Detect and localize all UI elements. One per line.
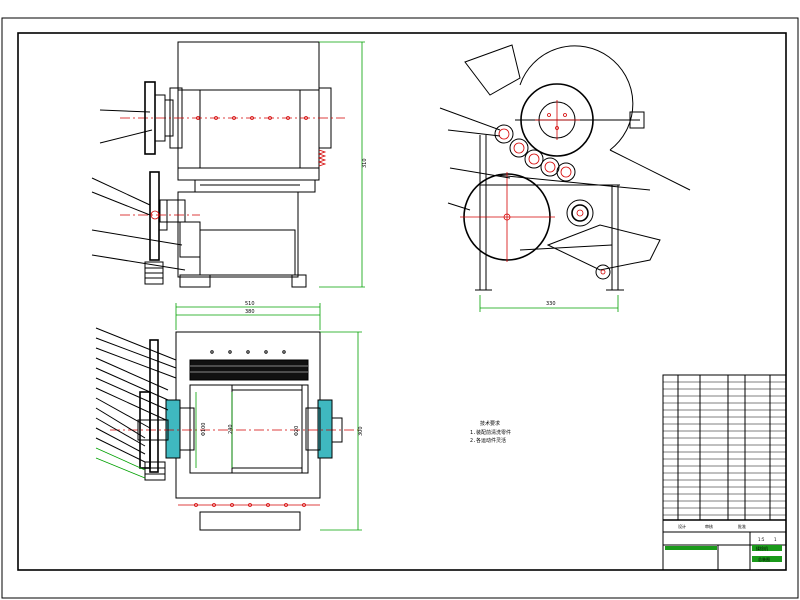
front-height-dim: 310	[362, 158, 368, 168]
technical-requirements: 技术要求 1.装配前清洗零件 2.各运动件灵活	[470, 420, 511, 444]
plan-leader-fan	[95, 327, 177, 479]
front-view: 310	[91, 41, 368, 288]
tb-designer: 设计	[678, 523, 686, 529]
tb-scale: 1:5	[758, 537, 765, 542]
tb-sheet: 1	[774, 537, 777, 542]
plan-inner-width-dim: 380	[245, 309, 255, 315]
tb-approver: 批准	[738, 523, 746, 529]
shaft-dia-dim: Φ20	[294, 426, 300, 436]
tb-drawing-code: 总装图	[758, 556, 770, 562]
tb-checker: 审核	[705, 523, 713, 529]
side-width-dim: 330	[546, 301, 556, 307]
tech-note-line-2: 2.各运动件灵活	[470, 437, 506, 444]
tb-drawing-name: 揉捻机	[756, 545, 768, 551]
side-small-rollers	[494, 124, 576, 182]
plan-top-bolts	[210, 350, 286, 354]
roller-dia-dim: Φ100	[201, 423, 207, 436]
side-view: 330	[439, 44, 691, 312]
title-block: 设计 审核 批准 1:5 1 揉捻机 总装图	[662, 374, 787, 571]
tech-note-line-1: 1.装配前清洗零件	[470, 429, 511, 436]
plan-outer-width-dim: 510	[245, 301, 255, 307]
tech-note-title: 技术要求	[480, 420, 500, 427]
plan-view: 510 380 Φ100 240 Φ20	[95, 301, 364, 531]
roller-len-dim: 240	[228, 424, 234, 434]
sheet-inner-border	[17, 32, 787, 571]
plan-height-dim: 300	[358, 426, 364, 436]
sheet-outer-border	[1, 17, 799, 599]
bom-rows	[663, 381, 786, 516]
